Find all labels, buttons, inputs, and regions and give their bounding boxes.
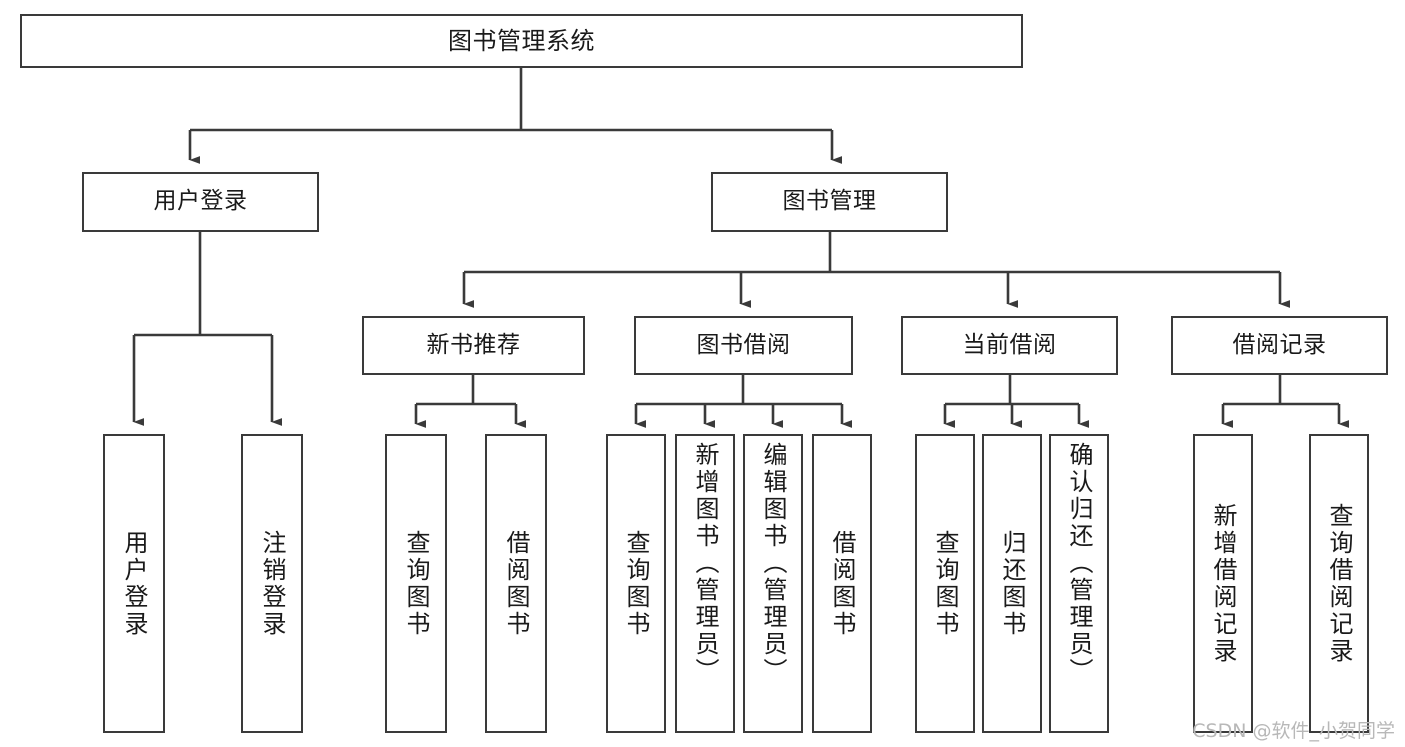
node-label: 注销登录 xyxy=(258,529,286,638)
node-label: 图书借阅 xyxy=(696,331,791,358)
node-label: 新增图书（管理员） xyxy=(691,442,719,685)
node-leaf-query-book-current[interactable]: 查询图书 xyxy=(915,434,975,733)
node-label: 图书管理 xyxy=(782,188,877,215)
node-label: 查询图书 xyxy=(931,529,959,638)
node-leaf-query-book-rec[interactable]: 查询图书 xyxy=(385,434,447,733)
node-label: 图书管理系统 xyxy=(448,26,595,55)
node-leaf-borrow-book-rec[interactable]: 借阅图书 xyxy=(485,434,547,733)
node-label: 确认归还（管理员） xyxy=(1065,442,1093,685)
node-label: 归还图书 xyxy=(998,529,1026,638)
node-label: 借阅记录 xyxy=(1232,331,1327,358)
node-label: 查询图书 xyxy=(622,529,650,638)
node-label: 查询图书 xyxy=(402,529,430,638)
node-book-management[interactable]: 图书管理 xyxy=(711,172,948,232)
node-leaf-return-book[interactable]: 归还图书 xyxy=(982,434,1042,733)
node-leaf-add-borrow-record[interactable]: 新增借阅记录 xyxy=(1193,434,1253,733)
node-label: 新增借阅记录 xyxy=(1209,502,1237,665)
node-leaf-logout[interactable]: 注销登录 xyxy=(241,434,303,733)
node-leaf-query-book-borrow[interactable]: 查询图书 xyxy=(606,434,666,733)
node-label: 编辑图书（管理员） xyxy=(759,442,787,685)
node-label: 用户登录 xyxy=(153,188,248,215)
node-label: 查询借阅记录 xyxy=(1325,502,1353,665)
node-leaf-edit-book-admin[interactable]: 编辑图书（管理员） xyxy=(743,434,803,733)
node-leaf-query-borrow-record[interactable]: 查询借阅记录 xyxy=(1309,434,1369,733)
node-user-login[interactable]: 用户登录 xyxy=(82,172,319,232)
node-new-book-recommendation[interactable]: 新书推荐 xyxy=(362,316,585,375)
watermark-text: CSDN @软件_小贺同学 xyxy=(1192,720,1395,742)
node-root-book-management-system[interactable]: 图书管理系统 xyxy=(20,14,1023,68)
node-label: 借阅图书 xyxy=(828,529,856,638)
node-current-borrowing[interactable]: 当前借阅 xyxy=(901,316,1118,375)
node-book-borrowing[interactable]: 图书借阅 xyxy=(634,316,853,375)
node-leaf-borrow-book-borrow[interactable]: 借阅图书 xyxy=(812,434,872,733)
node-leaf-add-book-admin[interactable]: 新增图书（管理员） xyxy=(675,434,735,733)
node-leaf-user-login[interactable]: 用户登录 xyxy=(103,434,165,733)
node-label: 当前借阅 xyxy=(962,331,1057,358)
node-label: 借阅图书 xyxy=(502,529,530,638)
node-label: 新书推荐 xyxy=(426,331,521,358)
node-leaf-confirm-return-admin[interactable]: 确认归还（管理员） xyxy=(1049,434,1109,733)
node-label: 用户登录 xyxy=(120,529,148,638)
node-borrowing-record[interactable]: 借阅记录 xyxy=(1171,316,1388,375)
